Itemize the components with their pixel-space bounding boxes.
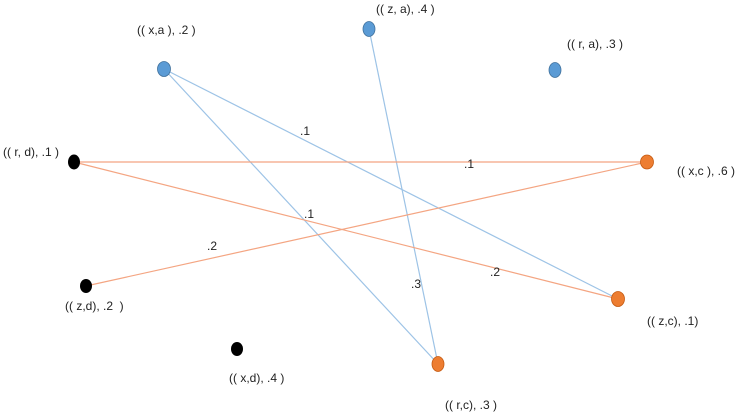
edge-weight-xa-rc: .1 [304, 207, 315, 221]
edge-weight-xa-zc: .1 [300, 124, 311, 138]
node-xa[interactable] [157, 61, 171, 77]
edge-rd-zc [73, 161, 619, 300]
edge-weight-za-rc: .3 [411, 277, 422, 291]
node-xd[interactable] [231, 342, 243, 356]
node-xc[interactable] [640, 154, 654, 170]
node-za[interactable] [362, 21, 376, 37]
edge-zd-xc [85, 161, 648, 287]
node-label-xd: (( x,d), .4 ) [229, 371, 285, 385]
node-rd[interactable] [68, 154, 80, 170]
edge-weight-zd-xc: .2 [207, 239, 218, 253]
node-label-xc: (( x,c ), .6 ) [677, 164, 735, 178]
edge-za-rc [368, 28, 439, 365]
edge-xa-zc [163, 68, 619, 300]
node-label-rc: (( r,c), .3 ) [445, 398, 497, 412]
node-label-zd: (( z,d), .2 ) [65, 299, 124, 313]
node-label-ra: (( r, a), .3 ) [567, 37, 624, 51]
node-zc[interactable] [611, 291, 625, 307]
node-label-zc: (( z,c), .1) [647, 314, 699, 328]
node-ra[interactable] [548, 62, 562, 78]
node-label-rd: (( r, d), .1 ) [3, 145, 60, 159]
edge-weight-rd-zc: .2 [490, 265, 501, 279]
edge-xa-rc [163, 68, 439, 365]
edge-weight-rd-xc: .1 [464, 157, 475, 171]
node-label-xa: (( x,a ), .2 ) [137, 23, 196, 37]
node-zd[interactable] [80, 279, 92, 293]
node-rc[interactable] [431, 356, 445, 372]
node-label-za: (( z, a), .4 ) [376, 2, 435, 16]
